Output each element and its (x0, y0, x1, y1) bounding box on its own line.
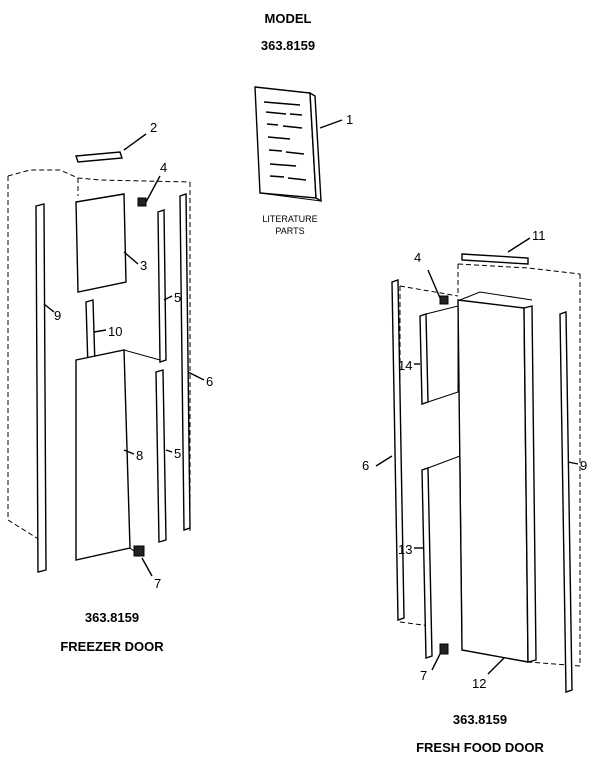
freezer-callout-9: 9 (54, 308, 61, 323)
header-model-label: MODEL (265, 11, 312, 26)
freezer-part-2-top-cap[interactable] (75, 151, 123, 163)
fresh-callout-7: 7 (420, 668, 427, 683)
fresh-callout-12: 12 (472, 676, 486, 691)
freezer-part-5-upper-strip[interactable] (157, 209, 167, 363)
fresh-part-9-gasket[interactable] (559, 311, 573, 693)
fresh-callout-14: 14 (398, 358, 412, 373)
freezer-callout-5-lower: 5 (174, 446, 181, 461)
fresh-part-12-panel[interactable] (457, 291, 537, 663)
freezer-part-9-gasket[interactable] (35, 203, 47, 573)
freezer-door-assembly (7, 133, 205, 577)
fresh-part-11-top-cap[interactable] (461, 253, 529, 265)
freezer-callout-7: 7 (154, 576, 161, 591)
fresh-part-6-edge-strip[interactable] (391, 279, 405, 621)
freezer-callout-2: 2 (150, 120, 157, 135)
fresh-part-13-lower-strip[interactable] (421, 455, 463, 659)
freezer-callout-8: 8 (136, 448, 143, 463)
header-model-number: 363.8159 (261, 38, 315, 53)
fresh-part-4-clip[interactable] (439, 295, 449, 305)
freezer-callout-10: 10 (108, 324, 122, 339)
fresh-callout-9: 9 (580, 458, 587, 473)
freezer-part-8-lower-panel[interactable] (75, 349, 161, 561)
fresh-food-door-title: FRESH FOOD DOOR (416, 740, 544, 755)
freezer-part-5-lower-strip[interactable] (155, 369, 167, 543)
fresh-callout-13: 13 (398, 542, 412, 557)
freezer-part-6-edge-strip[interactable] (179, 193, 191, 531)
fresh-food-door-assembly (375, 237, 581, 693)
freezer-part-4-clip[interactable] (137, 197, 147, 207)
fresh-part-7-hinge[interactable] (439, 643, 449, 655)
fresh-callout-4: 4 (414, 250, 421, 265)
fresh-model-number: 363.8159 (453, 712, 507, 727)
freezer-callout-4: 4 (160, 160, 167, 175)
parts-label: PARTS (275, 226, 304, 236)
freezer-model-number: 363.8159 (85, 610, 139, 625)
freezer-part-3-upper-panel[interactable] (75, 193, 127, 293)
freezer-callout-6: 6 (206, 374, 213, 389)
fresh-callout-6: 6 (362, 458, 369, 473)
freezer-door-title: FREEZER DOOR (60, 639, 164, 654)
fresh-part-14-upper-strip[interactable] (419, 305, 459, 405)
fresh-callout-11: 11 (532, 228, 546, 243)
freezer-part-7-hinge[interactable] (129, 545, 145, 557)
literature-booklet[interactable] (254, 86, 322, 203)
freezer-callout-3: 3 (140, 258, 147, 273)
freezer-callout-5-upper: 5 (174, 290, 181, 305)
callout-manual-1: 1 (346, 112, 353, 127)
literature-label: LITERATURE (262, 214, 317, 224)
